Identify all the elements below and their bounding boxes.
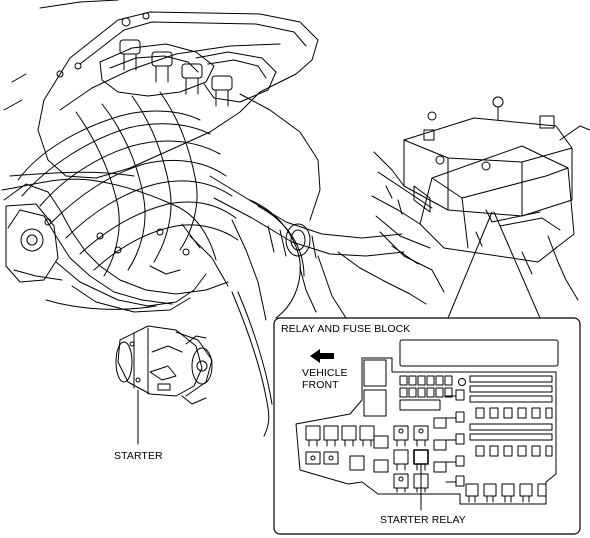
vehicle-front-label-line2: FRONT <box>302 379 339 391</box>
starter-motor-illustration <box>115 325 213 445</box>
starter-relay-label: STARTER RELAY <box>380 514 466 526</box>
relay-box-area-illustration <box>337 96 590 305</box>
engine-illustration <box>1 0 405 437</box>
vehicle-front-label-line1: VEHICLE <box>302 367 348 379</box>
relay-fuse-block-label: RELAY AND FUSE BLOCK <box>281 323 411 335</box>
callout-pointer <box>447 211 541 319</box>
vehicle-front-arrow <box>310 349 334 363</box>
fuse-block-outline <box>295 339 559 511</box>
starter-label: STARTER <box>114 450 163 462</box>
